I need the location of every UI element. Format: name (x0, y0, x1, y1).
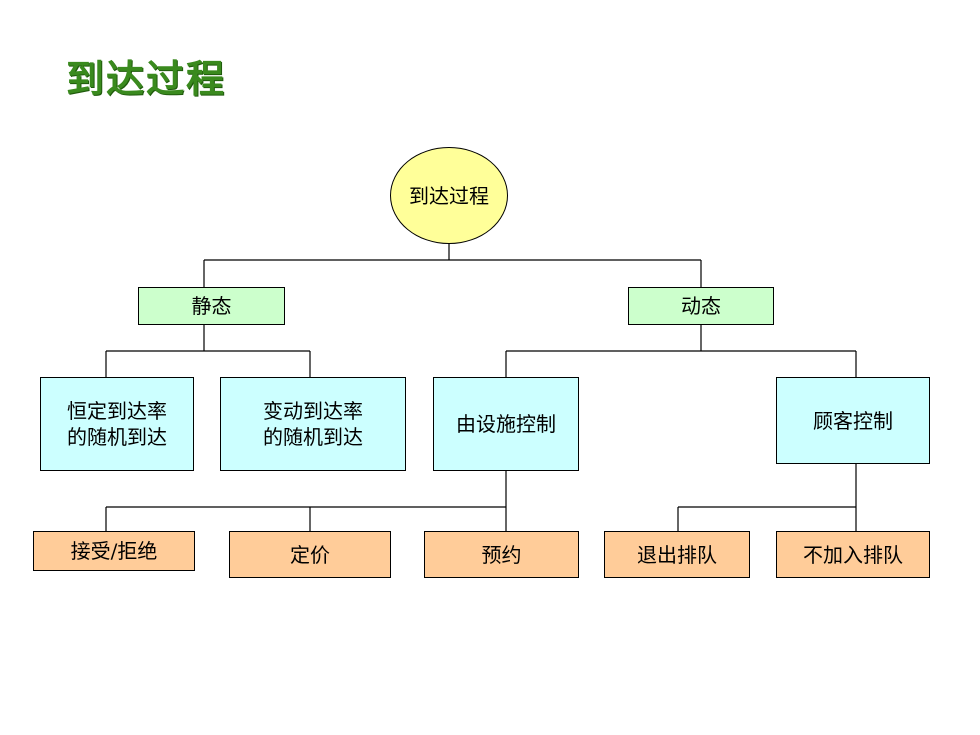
node-root-arrival-process: 到达过程 (390, 147, 508, 244)
page-title: 到达过程 (66, 57, 227, 101)
node-facility-control: 由设施控制 (433, 377, 579, 471)
node-accept-reject: 接受/拒绝 (33, 531, 195, 571)
node-reneging: 退出排队 (604, 531, 750, 578)
node-constant-rate: 恒定到达率 的随机到达 (40, 377, 194, 471)
node-pricing: 定价 (229, 531, 391, 578)
node-static: 静态 (138, 287, 285, 325)
node-variable-rate: 变动到达率 的随机到达 (220, 377, 406, 471)
node-customer-control: 顾客控制 (776, 377, 930, 464)
node-balking: 不加入排队 (776, 531, 930, 578)
node-dynamic: 动态 (628, 287, 774, 325)
node-reservation: 预约 (424, 531, 579, 578)
